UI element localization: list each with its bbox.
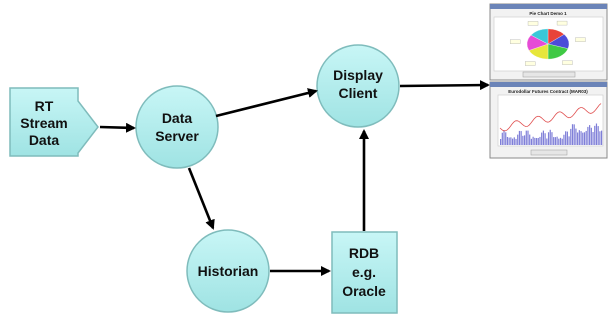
historian-node: Historian — [186, 229, 270, 313]
rdb-line-2: e.g. — [352, 264, 376, 280]
arrow-rt-to-server — [99, 122, 136, 133]
volume-bar — [515, 138, 517, 145]
price-line — [499, 103, 602, 132]
volume-bar — [556, 136, 558, 145]
pie-slice-label-box — [527, 21, 539, 26]
pie-chart-title: Pie Chart Demo 1 — [529, 11, 567, 16]
volume-bar — [565, 131, 567, 145]
volume-bar — [508, 137, 510, 145]
volume-bar — [589, 125, 591, 145]
line-chart-title: Eurodollar Futures Contract (MAR03) — [508, 89, 588, 94]
display-client-line-1: Display — [333, 67, 383, 83]
rt-stream-data-node: RT Stream Data — [9, 87, 99, 157]
volume-bar — [597, 126, 599, 145]
arrow-server-to-client — [215, 88, 318, 118]
volume-bar — [554, 137, 556, 145]
volume-bar — [513, 137, 515, 145]
volume-bar — [529, 134, 531, 145]
volume-bar — [523, 135, 526, 145]
volume-bar — [582, 132, 584, 145]
volume-bar — [511, 138, 514, 145]
volume-bar — [525, 130, 527, 145]
volume-bar — [594, 125, 596, 145]
arrow-server-to-historian — [187, 167, 215, 230]
volume-bar — [587, 126, 589, 145]
volume-bar — [573, 124, 575, 145]
volume-bar — [518, 130, 521, 145]
volume-bar — [585, 130, 587, 145]
volume-bar — [506, 136, 509, 145]
volume-bar — [558, 138, 560, 145]
pie-slice-label-box — [556, 20, 568, 26]
pie-chart — [509, 20, 586, 66]
volume-bar — [592, 132, 594, 145]
rdb-line-3: Oracle — [342, 283, 386, 299]
volume-bar — [510, 137, 512, 145]
historian-label: Historian — [198, 263, 259, 279]
pie-slice-label-box — [509, 39, 521, 44]
rt-stream-line-2: Stream — [20, 115, 67, 131]
volume-bar — [577, 132, 579, 145]
volume-bar — [583, 132, 586, 145]
line-chart-window: Eurodollar Futures Contract (MAR03) — [489, 81, 608, 159]
volume-bar — [505, 132, 507, 145]
volume-bar — [532, 136, 534, 145]
rdb-line-1: RDB — [349, 245, 379, 261]
volume-bar — [500, 139, 502, 145]
volume-bar — [527, 130, 529, 145]
volume-bar — [530, 138, 533, 145]
volume-bar — [566, 131, 568, 145]
data-server-line-1: Data — [162, 110, 193, 126]
display-client-line-2: Client — [339, 85, 378, 101]
pie-toolbar — [522, 71, 576, 78]
volume-bar — [580, 131, 582, 145]
volume-bar — [551, 132, 553, 145]
volume-bar — [535, 138, 538, 145]
volume-bar — [561, 138, 563, 145]
volume-bar — [541, 132, 543, 145]
volume-bar — [559, 137, 562, 145]
volume-bar — [517, 134, 519, 145]
volume-bar — [575, 128, 577, 145]
volume-bar — [546, 138, 548, 145]
pie-slice — [530, 28, 549, 45]
volume-bar — [544, 133, 546, 145]
data-server-node: Data Server — [135, 85, 219, 169]
data-server-line-2: Server — [155, 128, 199, 144]
volume-bar — [595, 123, 598, 145]
volume-bar — [501, 132, 503, 145]
pie-chart-window: Pie Chart Demo 1 — [489, 3, 608, 81]
volume-bar — [553, 137, 555, 145]
volume-bar — [522, 135, 524, 145]
volume-bar — [590, 127, 592, 145]
screenshots-stack: Pie Chart Demo 1 Eurodollar Futures Cont… — [489, 3, 608, 159]
rt-stream-line-3: Data — [29, 132, 60, 148]
rt-stream-line-1: RT — [35, 98, 54, 114]
volume-bar — [571, 124, 574, 145]
rdb-node: RDB e.g. Oracle — [331, 231, 398, 314]
volume-bar — [534, 137, 536, 145]
arrow-client-to-screens — [399, 80, 490, 91]
volume-bars — [500, 123, 603, 145]
volume-bar — [601, 130, 603, 145]
volume-bar — [549, 129, 551, 145]
volume-bar — [520, 131, 522, 145]
volume-bar — [547, 132, 550, 145]
volume-bar — [563, 134, 565, 145]
volume-bar — [539, 136, 541, 145]
volume-bar — [537, 137, 539, 145]
pie-slice-label-box — [575, 37, 586, 42]
display-client-node: Display Client — [316, 44, 400, 128]
volume-bar — [570, 128, 572, 145]
pie-slice-label-box — [525, 61, 536, 66]
volume-bar — [578, 130, 580, 145]
volume-bar — [542, 130, 544, 145]
connectors — [99, 80, 490, 276]
volume-bar — [568, 136, 570, 145]
volume-bar — [503, 130, 505, 145]
pie-slice-label-box — [562, 60, 573, 65]
volume-bar — [599, 131, 601, 145]
line-chart-toolbar — [530, 149, 568, 156]
